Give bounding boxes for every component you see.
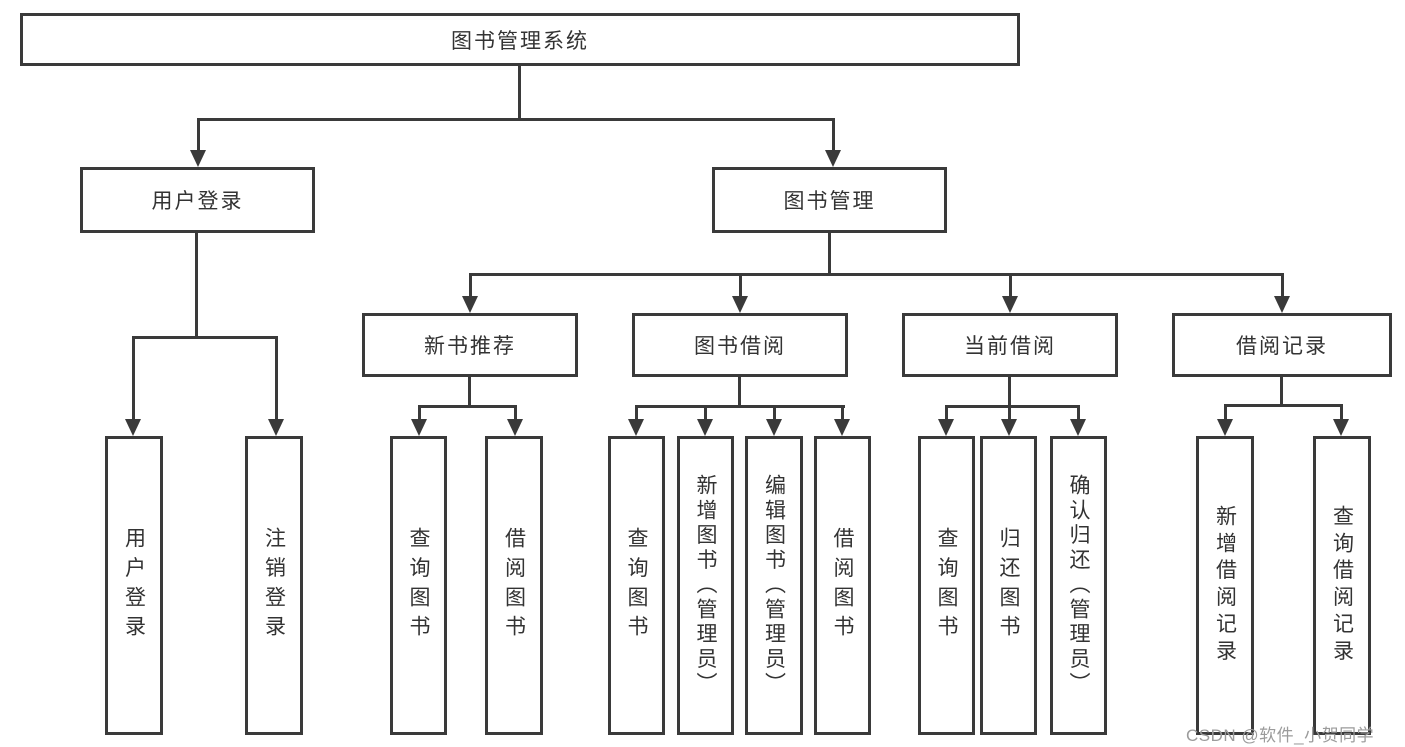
edge-shaft [832, 118, 835, 154]
edge-shaft [704, 405, 707, 421]
arrow-down-icon [1217, 419, 1233, 436]
edge-shaft [1281, 273, 1284, 298]
leaf-query-books-current: 查询图书 [918, 436, 975, 735]
leaf-label: 借阅图书 [502, 526, 526, 645]
arrow-down-icon [697, 419, 713, 436]
edge-shaft [635, 405, 638, 421]
edge-shaft [841, 405, 844, 421]
node-label: 图书借阅 [694, 335, 786, 358]
leaf-label: 确认归还（管理员） [1067, 473, 1090, 698]
edge-user-login-stem [195, 233, 198, 339]
edge-shaft [1224, 404, 1227, 421]
edge-current-branch [945, 405, 1080, 408]
leaf-label: 归还图书 [997, 526, 1020, 645]
edge-recommend-branch [418, 405, 517, 408]
leaf-label: 查询借阅记录 [1330, 504, 1354, 667]
edge-shaft [275, 336, 278, 421]
leaf-label: 用户登录 [122, 526, 146, 645]
edge-shaft [773, 405, 776, 421]
arrow-down-icon [732, 296, 748, 313]
leaf-user-login: 用户登录 [105, 436, 163, 735]
edge-shaft [945, 405, 948, 421]
edge-root-branch [197, 118, 834, 121]
arrow-down-icon [268, 419, 284, 436]
edge-shaft [739, 273, 742, 298]
node-label: 图书管理系统 [451, 29, 589, 53]
edge-shaft [469, 273, 472, 298]
node-user-login: 用户登录 [80, 167, 315, 233]
node-borrow-records: 借阅记录 [1172, 313, 1392, 377]
arrow-down-icon [1070, 419, 1086, 436]
leaf-query-books-borrow: 查询图书 [608, 436, 665, 735]
leaf-borrow-books-recommend: 借阅图书 [485, 436, 543, 735]
arrow-down-icon [462, 296, 478, 313]
arrow-down-icon [125, 419, 141, 436]
arrow-down-icon [628, 419, 644, 436]
arrow-down-icon [1001, 419, 1017, 436]
leaf-label: 新增图书（管理员） [694, 473, 717, 698]
leaf-label: 查询图书 [407, 526, 430, 645]
edge-shaft [1009, 273, 1012, 298]
edge-borrow-stem [738, 377, 741, 408]
leaf-query-books-recommend: 查询图书 [390, 436, 447, 735]
leaf-label: 借阅图书 [831, 526, 854, 645]
leaf-confirm-return-admin: 确认归还（管理员） [1050, 436, 1107, 735]
edge-current-stem [1008, 377, 1011, 408]
leaf-label: 注销登录 [262, 526, 286, 645]
node-library-management-system: 图书管理系统 [20, 13, 1020, 66]
leaf-add-books-admin: 新增图书（管理员） [677, 436, 734, 735]
node-new-book-recommend: 新书推荐 [362, 313, 578, 377]
leaf-logout: 注销登录 [245, 436, 303, 735]
edge-shaft [197, 118, 200, 154]
leaf-query-borrow-record: 查询借阅记录 [1313, 436, 1371, 735]
arrow-down-icon [1333, 419, 1349, 436]
arrow-down-icon [825, 150, 841, 167]
node-label: 新书推荐 [424, 335, 516, 358]
node-label: 用户登录 [151, 190, 244, 213]
node-book-borrow: 图书借阅 [632, 313, 848, 377]
leaf-label: 编辑图书（管理员） [762, 473, 786, 698]
edge-book-mgmt-branch [469, 273, 1283, 276]
arrow-down-icon [834, 419, 850, 436]
edge-book-mgmt-stem [828, 233, 831, 276]
edge-borrow-branch [635, 405, 845, 408]
node-current-borrow: 当前借阅 [902, 313, 1118, 377]
arrow-down-icon [411, 419, 427, 436]
edge-recommend-stem [468, 377, 471, 408]
edge-records-stem [1280, 377, 1283, 407]
leaf-borrow-books: 借阅图书 [814, 436, 871, 735]
leaf-return-books: 归还图书 [980, 436, 1037, 735]
node-book-management: 图书管理 [712, 167, 947, 233]
leaf-label: 新增借阅记录 [1213, 504, 1237, 667]
edge-shaft [418, 405, 421, 421]
node-label: 借阅记录 [1236, 335, 1328, 358]
arrow-down-icon [1002, 296, 1018, 313]
arrow-down-icon [766, 419, 782, 436]
edge-shaft [514, 405, 517, 421]
edge-shaft [132, 336, 135, 421]
edge-root-stem [518, 66, 521, 121]
node-label: 图书管理 [783, 190, 876, 213]
edge-user-login-branch [132, 336, 278, 339]
edge-shaft [1077, 405, 1080, 421]
leaf-edit-books-admin: 编辑图书（管理员） [745, 436, 803, 735]
node-label: 当前借阅 [964, 335, 1056, 358]
leaf-add-borrow-record: 新增借阅记录 [1196, 436, 1254, 735]
arrow-down-icon [938, 419, 954, 436]
arrow-down-icon [1274, 296, 1290, 313]
leaf-label: 查询图书 [935, 526, 958, 645]
edge-shaft [1008, 405, 1011, 421]
edge-records-branch [1224, 404, 1343, 407]
edge-shaft [1340, 404, 1343, 421]
arrow-down-icon [507, 419, 523, 436]
leaf-label: 查询图书 [625, 526, 648, 645]
arrow-down-icon [190, 150, 206, 167]
csdn-watermark: CSDN @软件_小贺同学 [1186, 726, 1375, 745]
